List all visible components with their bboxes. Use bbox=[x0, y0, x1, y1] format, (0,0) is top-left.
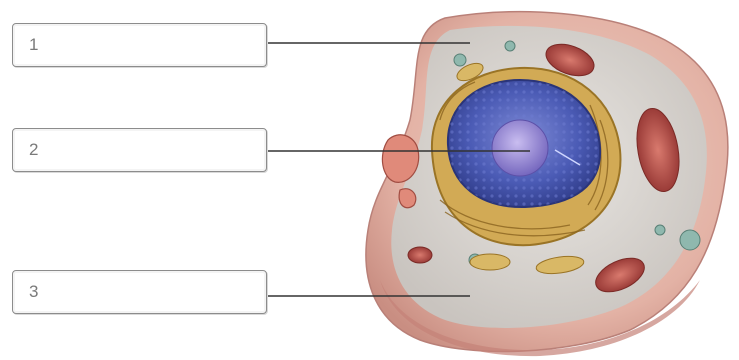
label-box-2[interactable]: 2 bbox=[12, 128, 267, 172]
label-number-1: 1 bbox=[29, 35, 38, 55]
label-number-3: 3 bbox=[29, 282, 38, 302]
label-number-2: 2 bbox=[29, 140, 38, 160]
nucleolus bbox=[492, 120, 548, 176]
label-box-1[interactable]: 1 bbox=[12, 23, 267, 67]
label-box-3[interactable]: 3 bbox=[12, 270, 267, 314]
